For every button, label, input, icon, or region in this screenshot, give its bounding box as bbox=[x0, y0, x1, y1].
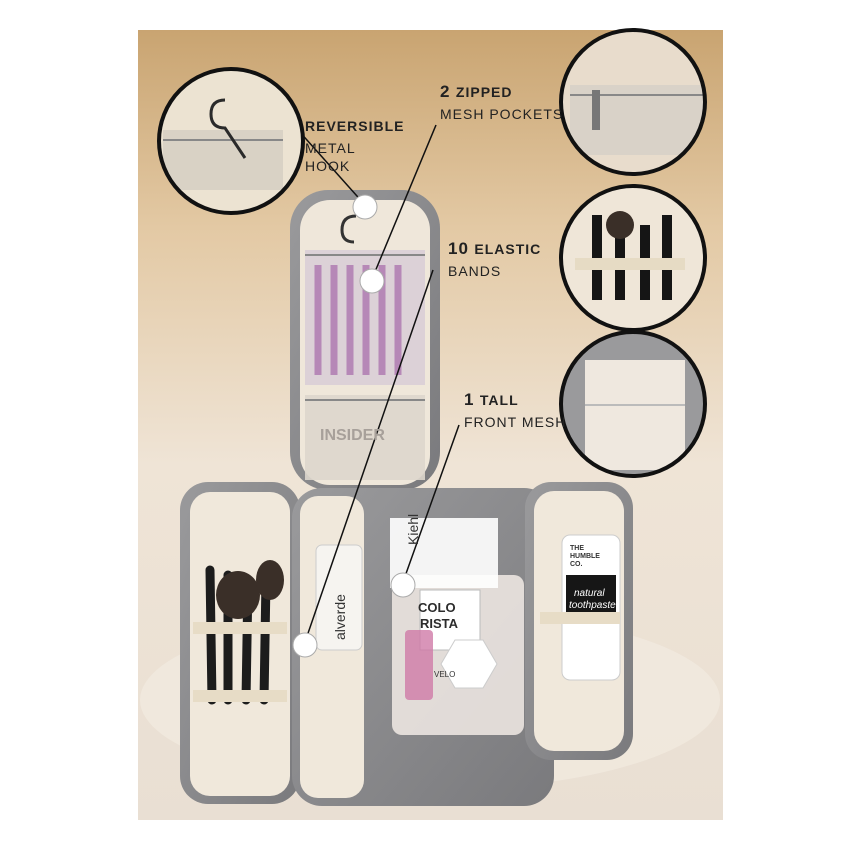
label-insider: INSIDER bbox=[320, 427, 385, 444]
callout-hook: REVERSIBLE METAL HOOK bbox=[305, 118, 404, 175]
callout-front-number: 1 bbox=[464, 390, 475, 409]
label-colorista-2: RISTA bbox=[420, 616, 459, 631]
pointer-mesh bbox=[371, 124, 437, 280]
metal-hook bbox=[340, 214, 357, 244]
callout-front-subtitle: FRONT MESH bbox=[464, 414, 567, 431]
label-kiehls: Kiehl bbox=[405, 514, 421, 545]
callout-mesh-number: 2 bbox=[440, 82, 451, 101]
callout-front: 1 TALL FRONT MESH bbox=[464, 390, 566, 430]
callout-hook-subtitle-1: METAL bbox=[305, 140, 356, 157]
callout-hook-title: REVERSIBLE bbox=[305, 118, 405, 134]
main-compartment bbox=[292, 488, 554, 806]
marker-bands bbox=[292, 632, 318, 658]
top-flap bbox=[290, 190, 440, 490]
marker-hook bbox=[352, 194, 378, 220]
left-wing bbox=[180, 482, 300, 804]
marker-mesh bbox=[359, 268, 385, 294]
callout-bands-number: 10 bbox=[448, 239, 469, 258]
pointer-bands bbox=[304, 269, 434, 643]
pointer-front bbox=[402, 424, 460, 583]
label-humble-3: CO. bbox=[570, 561, 583, 568]
right-wing bbox=[525, 482, 633, 760]
marker-front bbox=[390, 572, 416, 598]
callout-mesh: 2 ZIPPED MESH POCKETS bbox=[440, 82, 563, 122]
detail-hook bbox=[159, 69, 303, 213]
label-velo: VELO bbox=[434, 670, 455, 679]
pointer-hook bbox=[297, 129, 366, 206]
callout-bands-title: ELASTIC bbox=[474, 241, 542, 257]
detail-mesh bbox=[561, 30, 705, 174]
detail-bands bbox=[561, 186, 705, 330]
callout-mesh-subtitle: MESH POCKETS bbox=[440, 106, 564, 123]
label-alverde: alverde bbox=[332, 594, 348, 640]
label-colorista-1: COLO bbox=[418, 600, 456, 615]
label-toothpaste-1: natural bbox=[574, 588, 605, 599]
callout-front-title: TALL bbox=[479, 392, 519, 408]
label-toothpaste-2: toothpaste bbox=[569, 600, 616, 611]
callout-bands: 10 ELASTIC BANDS bbox=[448, 239, 541, 279]
label-humble-2: HUMBLE bbox=[570, 553, 600, 560]
detail-front bbox=[561, 332, 705, 476]
label-humble-1: THE bbox=[570, 545, 584, 552]
callout-mesh-title: ZIPPED bbox=[455, 84, 513, 100]
callout-bands-subtitle: BANDS bbox=[448, 263, 502, 280]
callout-hook-subtitle-2: HOOK bbox=[305, 158, 351, 175]
